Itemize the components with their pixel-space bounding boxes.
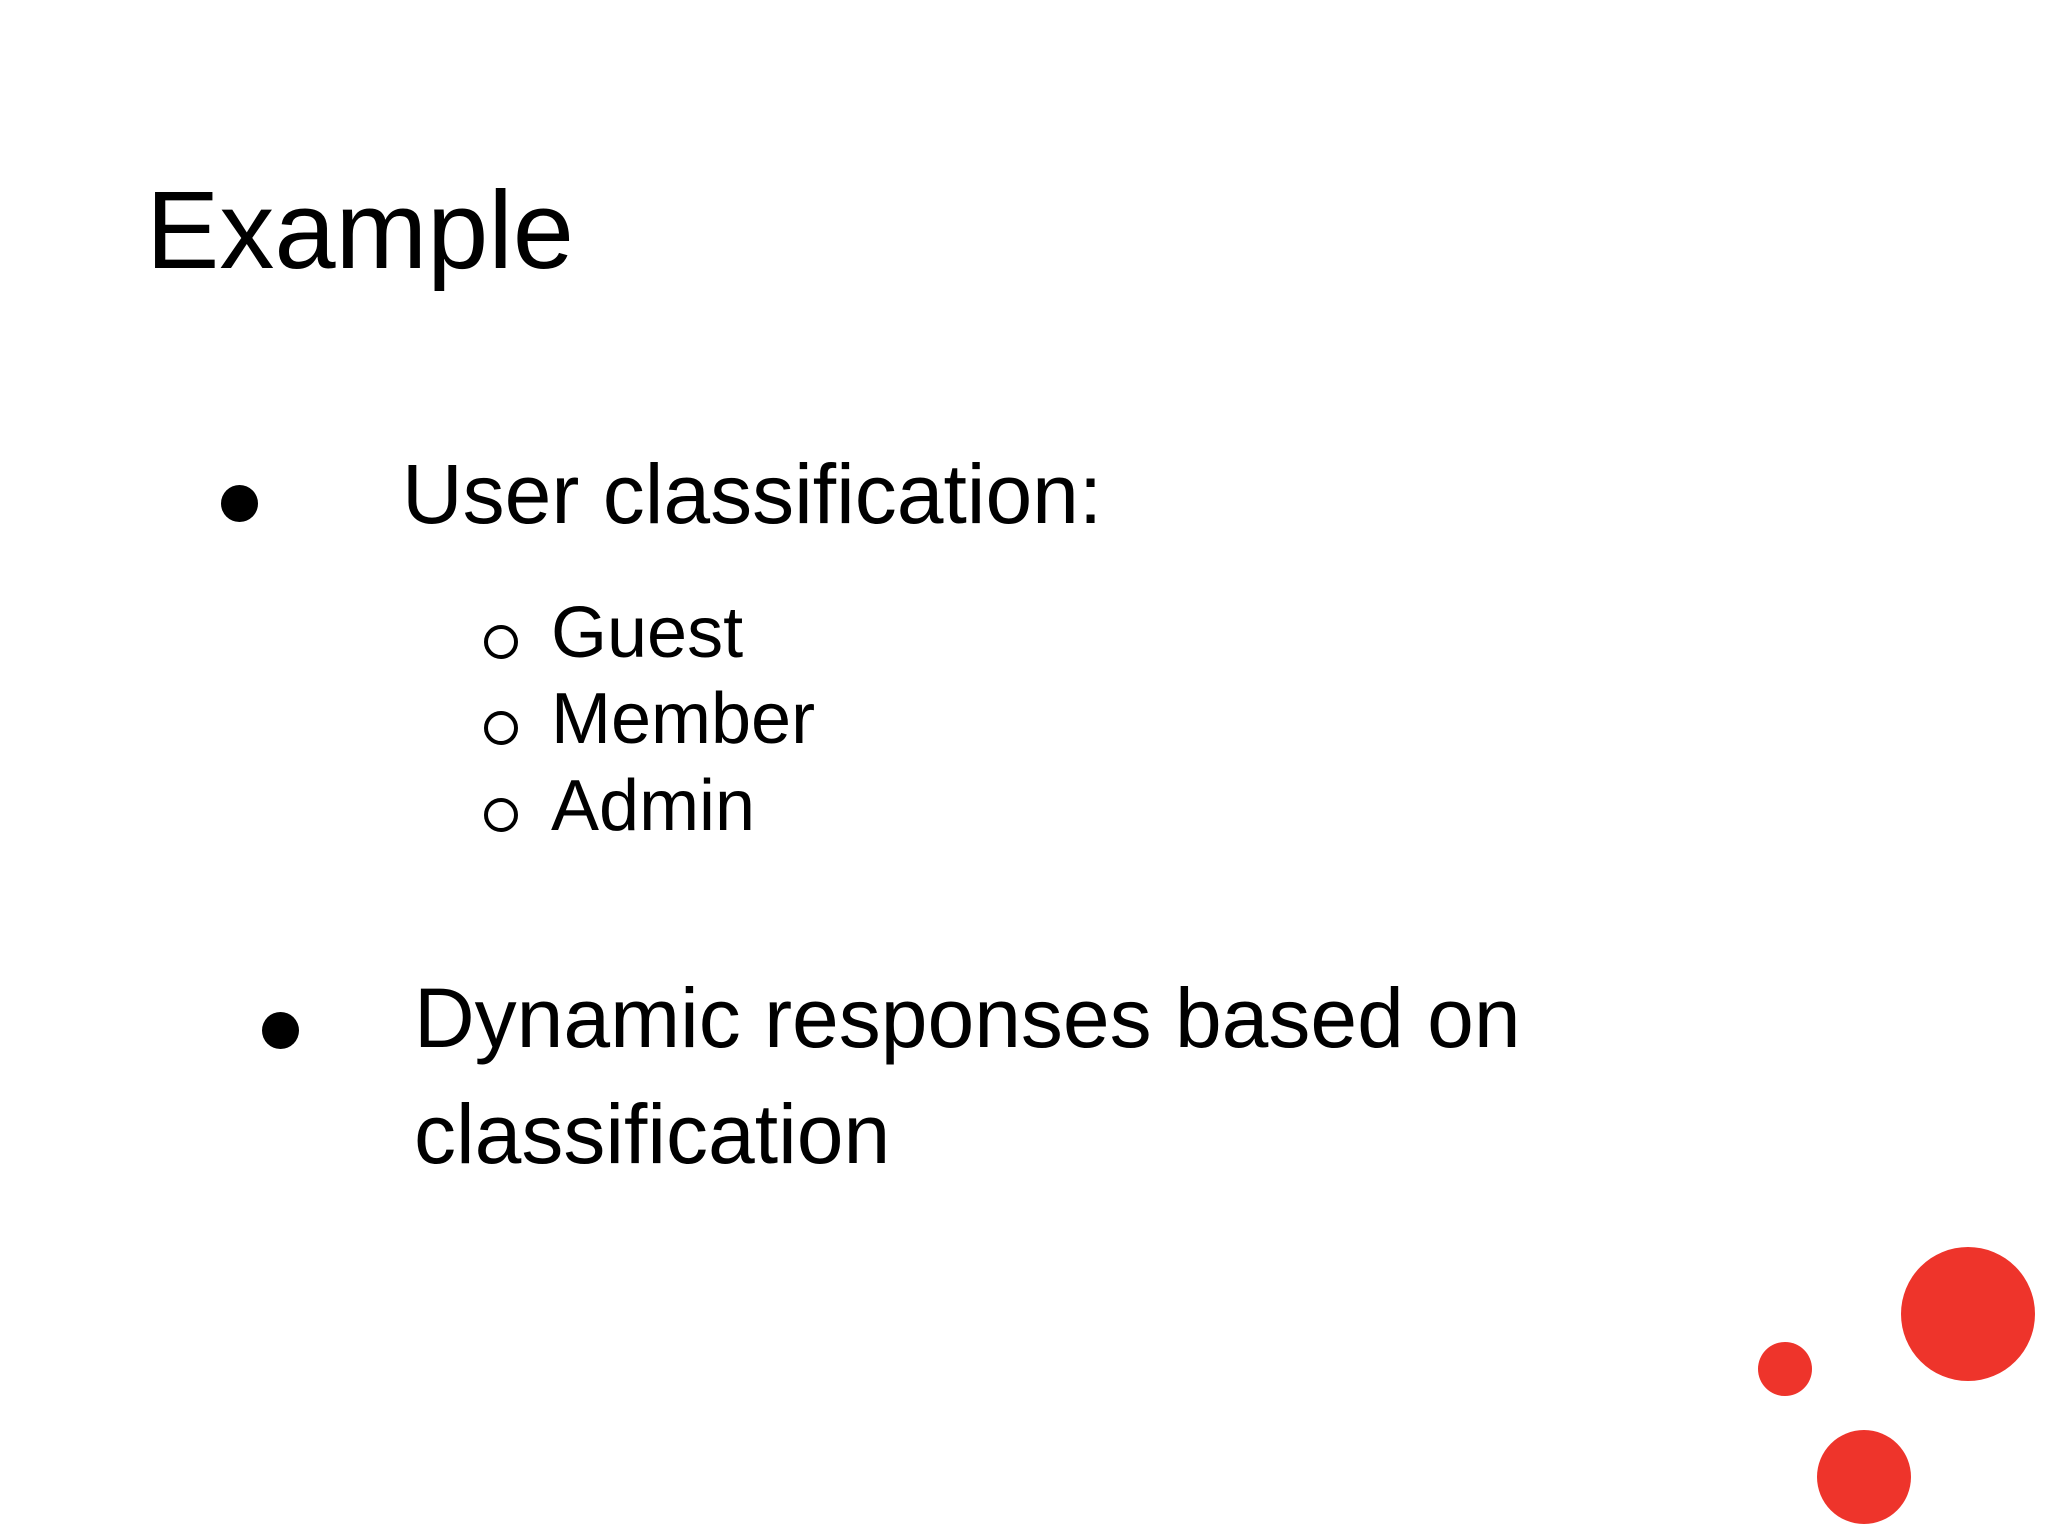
decorative-circle-small — [1758, 1342, 1812, 1396]
sub-bullet-item-member: Member — [484, 676, 1284, 762]
hollow-bullet-icon — [484, 625, 518, 659]
sub-bullet-label: Guest — [551, 593, 744, 673]
decorative-circle-large — [1901, 1247, 2035, 1381]
sub-bullet-item-admin: Admin — [484, 763, 1284, 849]
decorative-circle-medium — [1817, 1430, 1911, 1524]
bullet-item-user-classification: User classification: — [402, 447, 1103, 541]
sub-bullet-label: Member — [551, 679, 816, 759]
sub-bullet-label: Admin — [551, 766, 756, 846]
hollow-bullet-icon — [484, 711, 518, 745]
filled-bullet-icon — [262, 1012, 299, 1049]
bullet-item-dynamic-responses: Dynamic responses based on classificatio… — [414, 971, 1521, 1181]
hollow-bullet-icon — [484, 798, 518, 832]
filled-bullet-icon — [221, 485, 258, 522]
slide-title: Example — [146, 169, 574, 292]
sub-bullet-item-guest: Guest — [484, 590, 1284, 676]
